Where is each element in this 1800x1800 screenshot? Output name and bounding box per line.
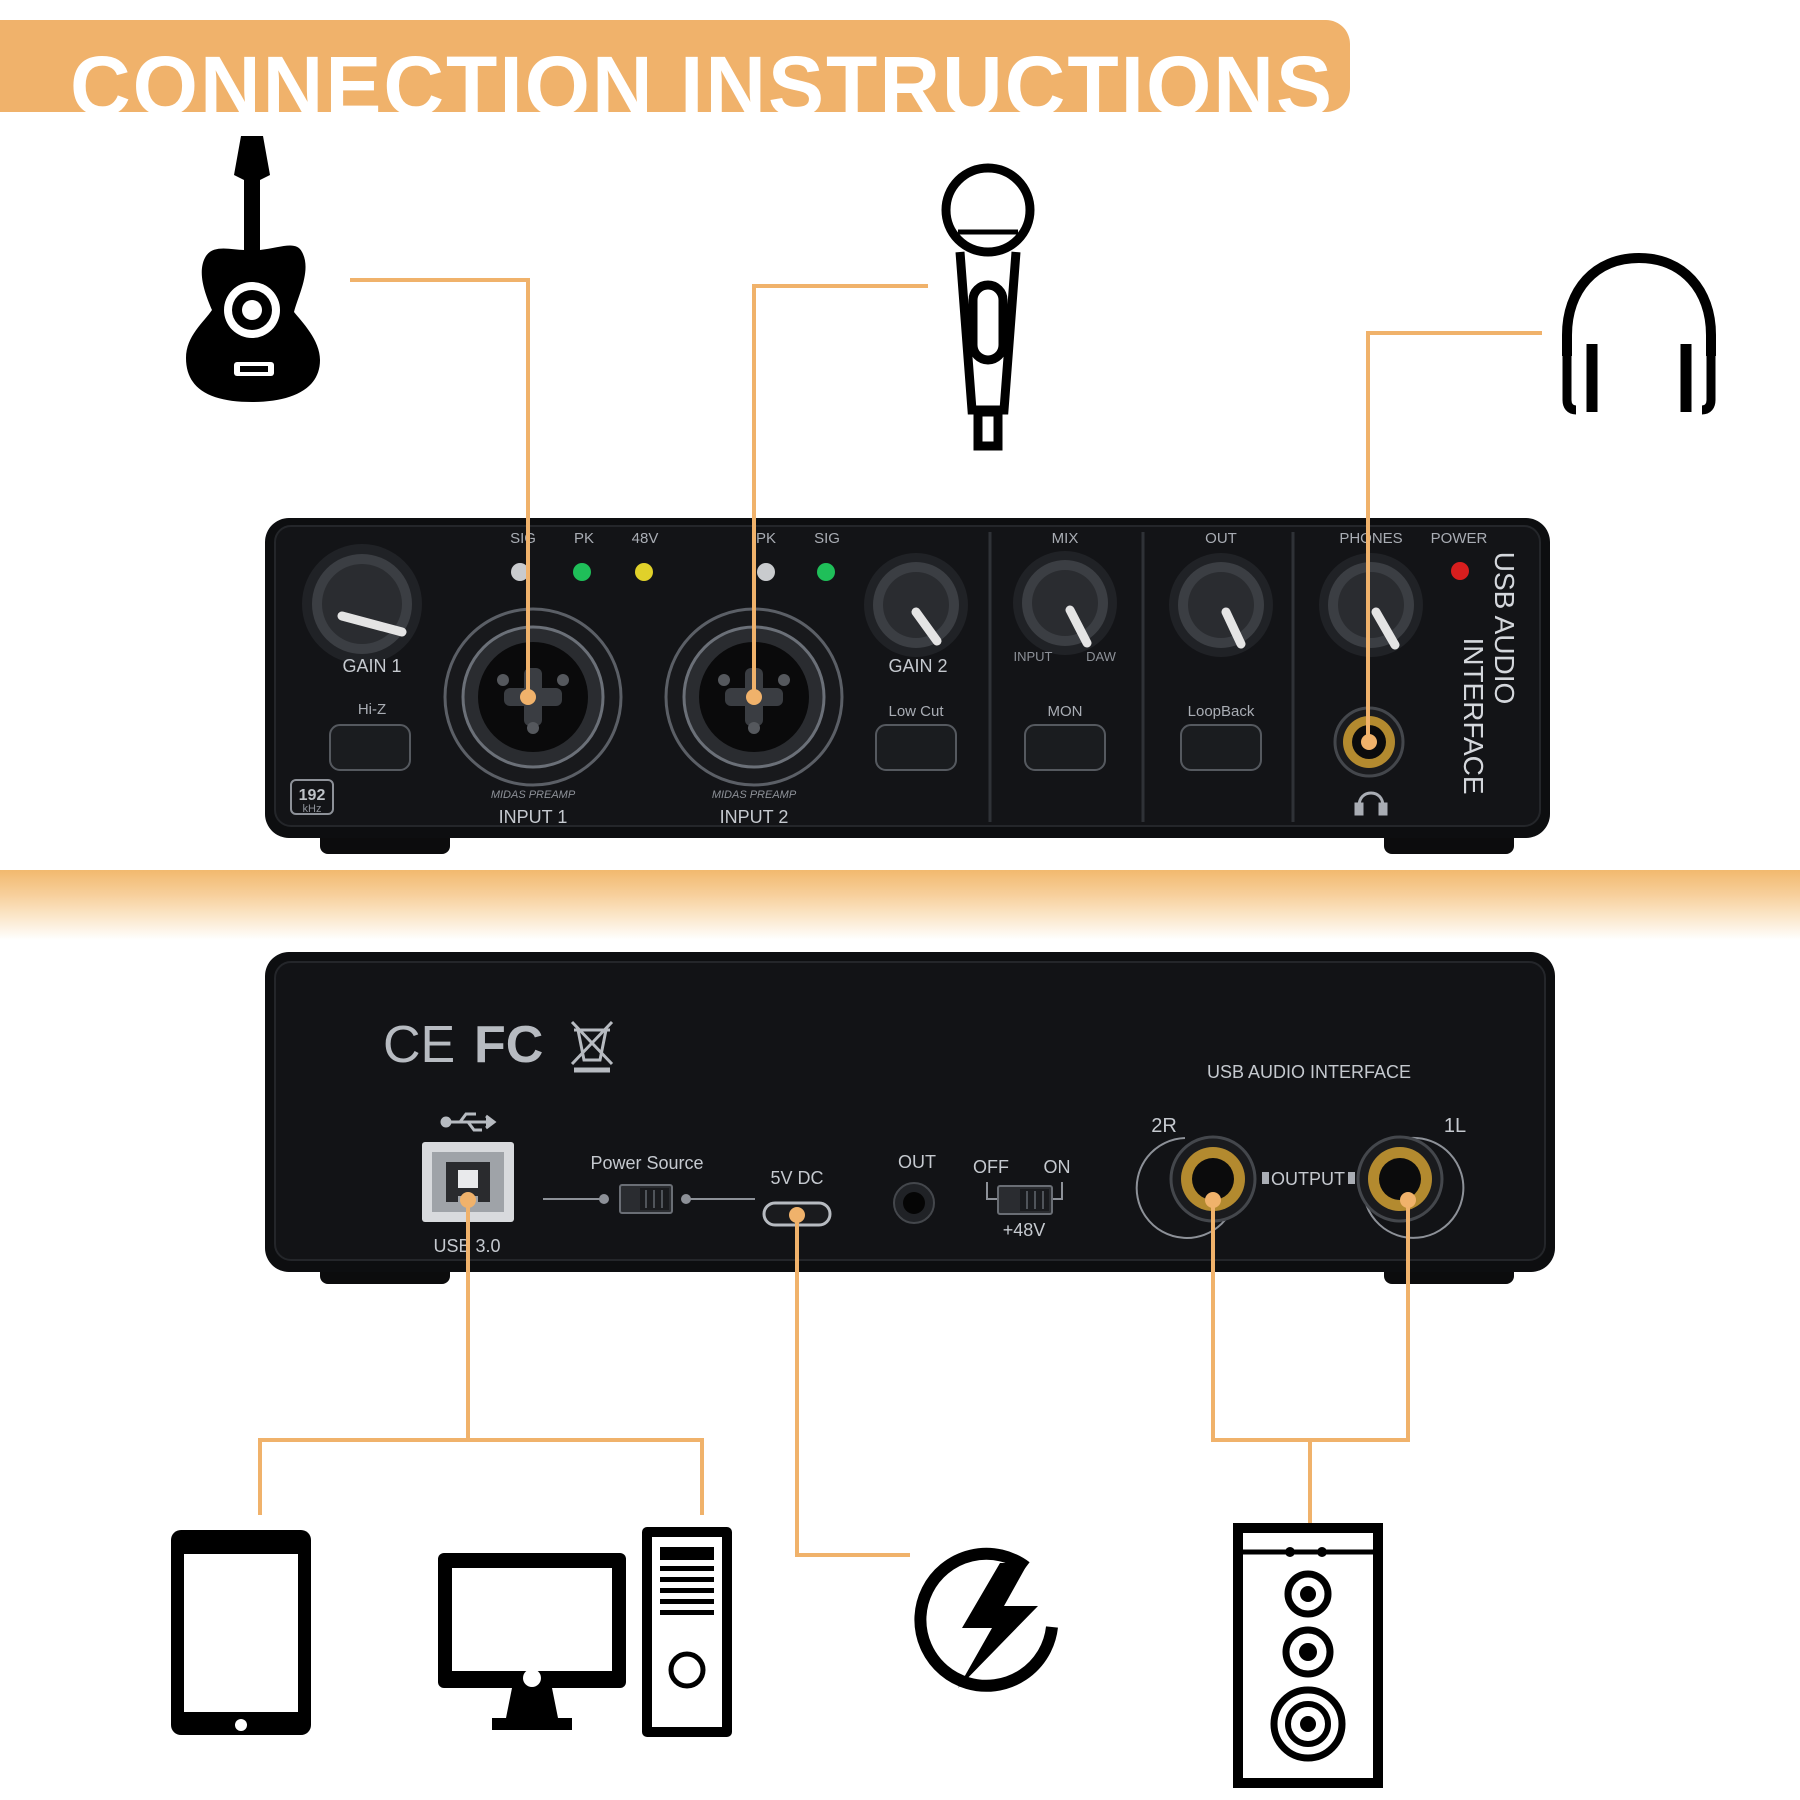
phones-knob[interactable] <box>1319 553 1423 657</box>
mix-knob[interactable] <box>1013 551 1117 655</box>
power-label: POWER <box>1431 530 1488 547</box>
hiz-button[interactable] <box>329 724 411 771</box>
out-knob[interactable] <box>1169 553 1273 657</box>
output-2r-jack[interactable] <box>1169 1135 1257 1223</box>
preamp1-label: MIDAS PREAMP <box>491 789 576 801</box>
microphone-icon <box>941 163 1035 451</box>
ch1-48v-label: 48V <box>632 530 659 547</box>
weee-bin-icon <box>570 1020 614 1073</box>
svg-text:kHz: kHz <box>303 803 322 815</box>
rear-title: USB AUDIO INTERFACE <box>1207 1062 1411 1082</box>
phantom-power-switch[interactable] <box>997 1185 1053 1215</box>
gain1-label: GAIN 1 <box>342 656 401 676</box>
ch2-pk-label: PK <box>756 530 776 547</box>
lowcut-button[interactable] <box>875 724 957 771</box>
phones-label: PHONES <box>1339 530 1402 547</box>
tablet-icon <box>171 1530 311 1735</box>
ce-mark: CE <box>383 1016 455 1074</box>
mix-label: MIX <box>1052 530 1079 547</box>
ch2-sig-label: SIG <box>814 530 840 547</box>
on-label: ON <box>1044 1157 1071 1177</box>
side-label-line2: INTERFACE <box>1458 637 1489 794</box>
ch2-pk-led <box>757 563 775 581</box>
power-source-label: Power Source <box>590 1153 703 1173</box>
rear-out-label: OUT <box>898 1152 936 1172</box>
sample-rate-badge: 192 kHz <box>290 779 334 815</box>
output-1l-jack[interactable] <box>1356 1135 1444 1223</box>
phantom-label: +48V <box>1003 1220 1046 1240</box>
hiz-label: Hi-Z <box>358 701 386 718</box>
preamp2-label: MIDAS PREAMP <box>712 789 797 801</box>
guitar-icon <box>186 136 320 402</box>
ch-r-label: 2R <box>1151 1115 1177 1137</box>
front-panel: GAIN 1 Hi-Z 192 kHz SIG PK 48V PK SIG <box>265 518 1550 854</box>
loopback-button[interactable] <box>1180 724 1262 771</box>
rear-out-jack[interactable] <box>893 1182 935 1224</box>
ch-l-label: 1L <box>1444 1115 1466 1137</box>
speaker-icon <box>1233 1523 1383 1788</box>
fc-mark: FC <box>474 1016 543 1074</box>
gain1-knob[interactable] <box>302 544 422 664</box>
ch1-pk-led <box>573 563 591 581</box>
out-label: OUT <box>1205 530 1237 547</box>
loopback-label: LoopBack <box>1188 703 1255 720</box>
output-label: OUTPUT <box>1271 1169 1345 1189</box>
ch2-sig-led <box>817 563 835 581</box>
section-divider <box>0 870 1800 940</box>
power-icon <box>914 1547 1058 1692</box>
mix-input-label: INPUT <box>1014 649 1053 664</box>
page-title: CONNECTION INSTRUCTIONS <box>70 39 1334 133</box>
usb-port[interactable] <box>422 1142 514 1222</box>
power-led <box>1451 562 1469 580</box>
ch1-pk-label: PK <box>574 530 594 547</box>
rear-panel: CE FC USB 3. <box>265 952 1555 1284</box>
mon-label: MON <box>1048 703 1083 720</box>
connection-wires <box>258 278 1542 1557</box>
desktop-computer-icon <box>438 1527 732 1737</box>
ch1-48v-led <box>635 563 653 581</box>
ch1-sig-label: SIG <box>510 530 536 547</box>
dc-label: 5V DC <box>770 1168 823 1188</box>
svg-text:192: 192 <box>299 787 326 804</box>
title-banner: CONNECTION INSTRUCTIONS <box>0 20 1350 133</box>
input2-label: INPUT 2 <box>720 807 789 827</box>
input1-label: INPUT 1 <box>499 807 568 827</box>
side-label-line1: USB AUDIO <box>1489 552 1520 704</box>
lowcut-label: Low Cut <box>888 703 944 720</box>
off-label: OFF <box>973 1157 1009 1177</box>
gain2-knob[interactable] <box>864 553 968 657</box>
mix-daw-label: DAW <box>1086 649 1117 664</box>
ch1-sig-led <box>511 563 529 581</box>
gain2-label: GAIN 2 <box>888 656 947 676</box>
headphone-symbol-icon <box>1354 791 1388 816</box>
power-source-switch[interactable] <box>619 1184 673 1214</box>
headphones-icon <box>1562 252 1716 415</box>
mon-button[interactable] <box>1024 724 1106 771</box>
usb-symbol-icon <box>440 1112 497 1132</box>
